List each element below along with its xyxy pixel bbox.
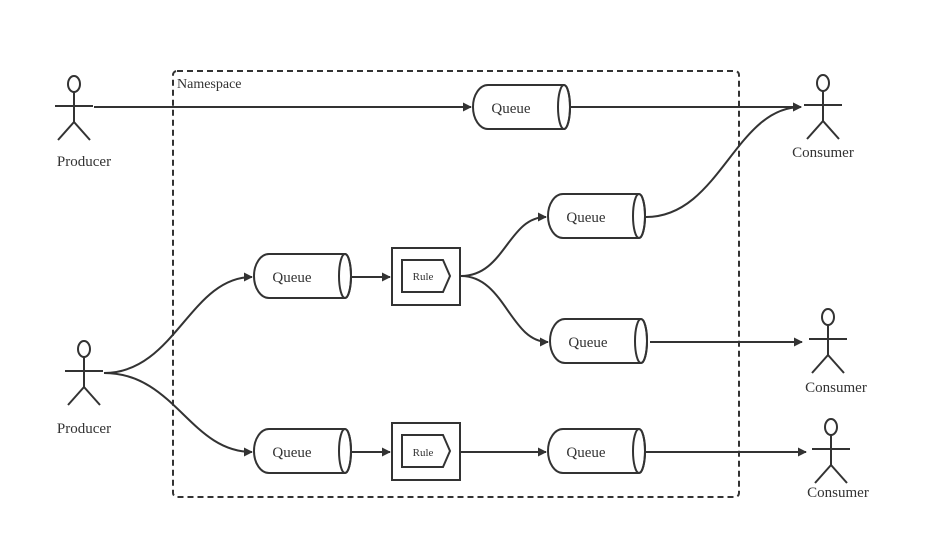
edge-producer-bottom-to-queue-upper-left	[103, 272, 253, 374]
actor-label: Consumer	[807, 485, 869, 501]
person-icon	[812, 418, 850, 484]
queue-label: Queue	[491, 101, 530, 117]
queue-branch-upper: Queue	[547, 193, 646, 239]
queue-upper-left: Queue	[253, 253, 352, 299]
edge-producer-bottom-to-queue-lower-left	[103, 372, 253, 457]
queue-lower-left: Queue	[253, 428, 352, 474]
rule-label: Rule	[413, 447, 434, 459]
producer-bottom: Producer	[57, 340, 111, 437]
person-icon	[804, 74, 842, 140]
actor-label: Consumer	[805, 380, 867, 396]
edge-queue-branch-upper-to-consumer-1	[645, 102, 802, 218]
edge-rule-upper-to-queue-branch-upper	[460, 212, 547, 277]
queue-label: Queue	[566, 445, 605, 461]
actor-label: Producer	[57, 421, 111, 437]
actor-label: Producer	[57, 154, 111, 170]
consumer-2: Consumer	[805, 308, 867, 396]
producer-top: Producer	[55, 75, 111, 170]
queue-top: Queue	[472, 84, 571, 130]
rule-upper: Rule	[391, 247, 461, 306]
connectors	[94, 102, 807, 457]
consumer-3: Consumer	[807, 418, 869, 501]
person-icon	[809, 308, 847, 374]
queue-label: Queue	[272, 445, 311, 461]
person-icon	[55, 75, 93, 141]
namespace-label: Namespace	[177, 77, 242, 92]
queue-label: Queue	[568, 335, 607, 351]
queue-branch-lower: Queue	[549, 318, 648, 364]
queue-label: Queue	[566, 210, 605, 226]
consumer-1: Consumer	[792, 74, 854, 161]
queue-bottom-right: Queue	[547, 428, 646, 474]
edge-rule-upper-to-queue-branch-lower	[460, 275, 549, 347]
actor-label: Consumer	[792, 145, 854, 161]
person-icon	[65, 340, 103, 406]
rule-label: Rule	[413, 271, 434, 283]
namespace-box: Namespace	[172, 70, 740, 498]
queue-label: Queue	[272, 270, 311, 286]
rule-lower: Rule	[391, 422, 461, 481]
